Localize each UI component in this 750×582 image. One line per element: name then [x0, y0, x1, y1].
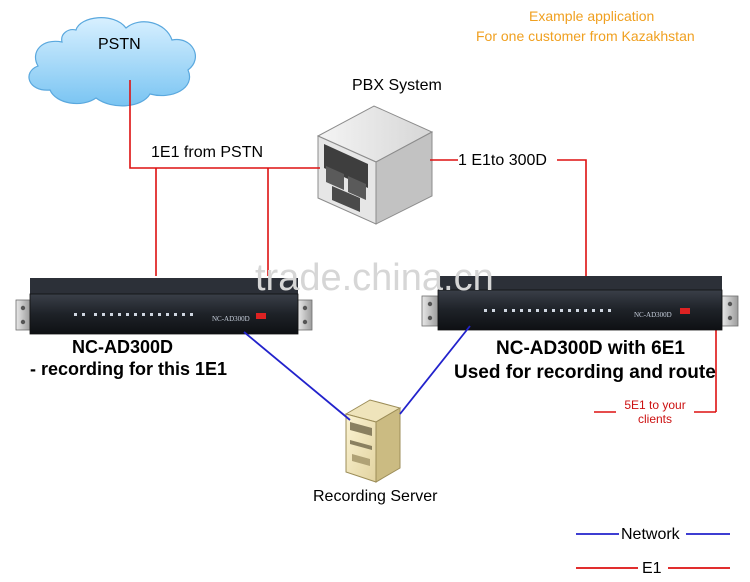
clients-link-label: 5E1 to your clients	[616, 398, 694, 426]
right-recorder-device: NC-AD300D	[421, 276, 739, 331]
watermark: trade.china.cn	[255, 257, 494, 299]
pstn-label: PSTN	[98, 36, 141, 53]
legend-network-label: Network	[621, 526, 680, 543]
left-device-title: NC-AD300D	[72, 337, 174, 357]
recording-server-label: Recording Server	[313, 488, 438, 505]
left-device-subtitle: - recording for this 1E1	[30, 359, 228, 379]
left-panel-brand: NC-AD300D	[212, 315, 250, 323]
right-device-title: NC-AD300D with 6E1	[496, 338, 685, 359]
left-recorder-device: NC-AD300D	[15, 278, 313, 335]
clients-link-line1: 5E1 to your	[624, 398, 686, 412]
recording-server-icon	[344, 399, 402, 483]
e1-links	[129, 80, 717, 413]
pbx-label: PBX System	[352, 77, 442, 94]
right-panel-brand: NC-AD300D	[634, 311, 672, 319]
clients-link-line2: clients	[637, 412, 672, 426]
network-links	[243, 325, 471, 421]
pbx-link-label: 1 E1to 300D	[458, 152, 547, 169]
pbx-server-icon	[316, 105, 434, 225]
header-line-2: For one customer from Kazakhstan	[476, 28, 695, 44]
legend-lines	[576, 533, 730, 569]
pstn-cloud-icon	[28, 17, 197, 107]
header-line-1: Example application	[529, 8, 655, 24]
legend-e1-label: E1	[642, 560, 662, 577]
right-device-subtitle: Used for recording and route	[454, 362, 716, 383]
pstn-link-label: 1E1 from PSTN	[151, 144, 264, 161]
